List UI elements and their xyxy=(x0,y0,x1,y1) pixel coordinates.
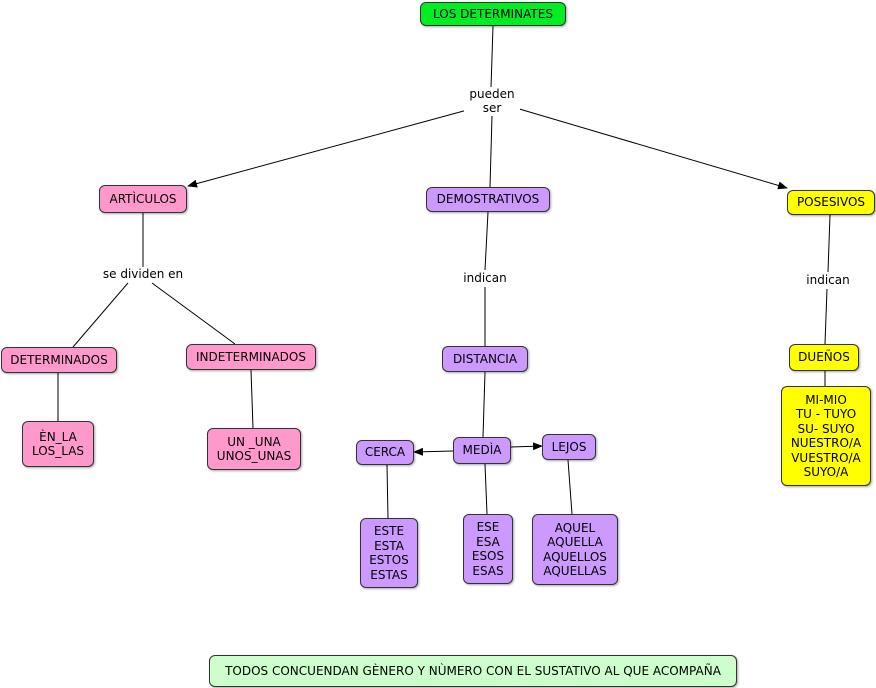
node-ese-list[interactable]: ESE ESA ESOS ESAS xyxy=(463,514,513,584)
link-label-pueden-ser: pueden ser xyxy=(464,87,520,115)
line-cerca-este xyxy=(386,464,389,519)
node-los-determinates[interactable]: LOS DETERMINATES xyxy=(420,2,566,26)
line-posesivos-indican xyxy=(827,214,831,273)
node-cerca[interactable]: CERCA xyxy=(356,440,414,465)
line-indeterminados-ununa xyxy=(250,369,254,429)
line-to-determinados xyxy=(72,282,129,348)
line-distancia-media xyxy=(482,371,486,438)
node-en-la-los-las[interactable]: ÈN_LA LOS_LAS xyxy=(22,421,94,467)
line-demostrativos-indican xyxy=(484,211,489,271)
node-determinados[interactable]: DETERMINADOS xyxy=(1,347,117,373)
line-to-indeterminados xyxy=(151,282,236,345)
node-un-una-unos-unas[interactable]: UN _UNA UNOS_UNAS xyxy=(207,428,301,470)
line-lejos-aquel xyxy=(567,459,573,515)
line-indican-duenos xyxy=(824,288,828,345)
node-distancia[interactable]: DISTANCIA xyxy=(442,346,528,372)
node-lejos[interactable]: LEJOS xyxy=(542,434,596,460)
arrow-to-posesivos xyxy=(515,107,788,190)
node-posesivos[interactable]: POSESIVOS xyxy=(787,190,875,215)
line-to-demostrativos xyxy=(489,115,493,188)
line-media-ese xyxy=(484,463,488,515)
link-label-indican-posesivos: indican xyxy=(802,273,854,287)
node-articulos[interactable]: ARTÌCULOS xyxy=(99,185,187,213)
arrow-media-cerca xyxy=(413,447,454,456)
node-indeterminados[interactable]: INDETERMINADOS xyxy=(186,344,316,370)
node-demostrativos[interactable]: DEMOSTRATIVOS xyxy=(426,187,550,212)
node-media[interactable]: MEDÌA xyxy=(453,437,511,464)
line-root-pueden xyxy=(490,25,494,89)
node-footer-note[interactable]: TODOS CONCUENDAN GÈNERO Y NÙMERO CON EL … xyxy=(209,655,737,687)
node-duenos[interactable]: DUEÑOS xyxy=(789,344,859,371)
node-aquel-list[interactable]: AQUEL AQUELLA AQUELLOS AQUELLAS xyxy=(532,514,618,585)
arrow-to-articulos xyxy=(187,108,472,188)
link-label-indican-demostrativos: indican xyxy=(459,271,511,285)
arrow-media-lejos xyxy=(510,442,543,451)
node-este-list[interactable]: ESTE ESTA ESTOS ESTAS xyxy=(360,518,418,588)
link-label-se-dividen-en: se dividen en xyxy=(97,267,189,281)
node-posesivos-list[interactable]: MI-MIO TU - TUYO SU- SUYO NUESTRO/A VUES… xyxy=(781,386,871,486)
